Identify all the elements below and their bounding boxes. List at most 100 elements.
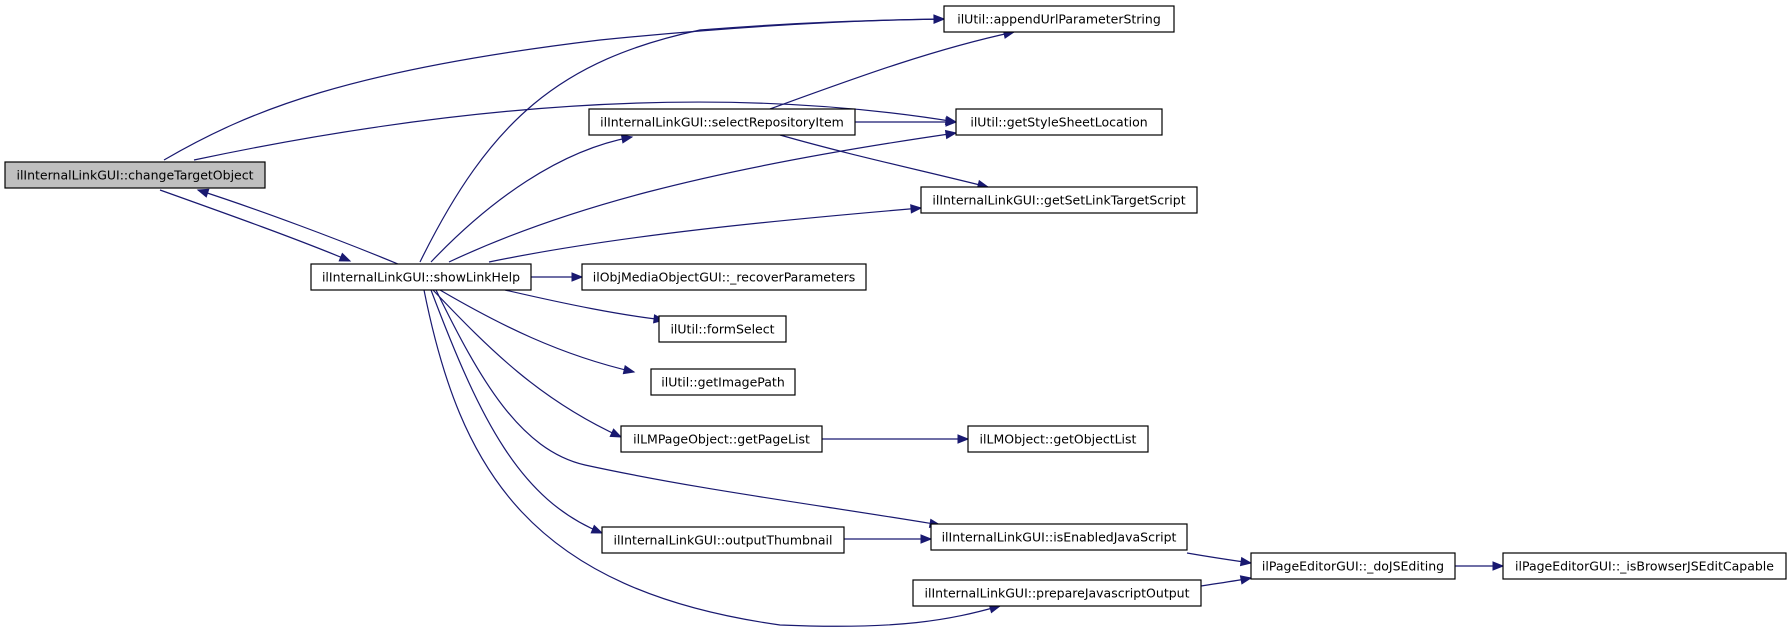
edge-outputthumbnail-to-isenabledjavascript [844, 534, 933, 544]
node-box [1250, 552, 1456, 580]
edge-changetargetobject-to-appendurlparameterstring [163, 14, 946, 161]
node-label: ilInternalLinkGUI::changeTargetObject [16, 168, 253, 183]
edge-isenabledjavascript-to-dojsediting [1186, 552, 1253, 567]
edge-changetargetobject-to-showlinkhelp [159, 189, 352, 262]
node-preparejavascriptoutput[interactable]: ilInternalLinkGUI::prepareJavascriptOutp… [912, 579, 1202, 607]
node-box [912, 579, 1202, 607]
edge-arrowhead [1239, 556, 1253, 567]
edge-preparejavascriptoutput-to-dojsediting [1200, 575, 1253, 587]
node-dojsediting[interactable]: ilPageEditorGUI::_doJSEditing [1250, 552, 1456, 580]
node-box [620, 425, 823, 453]
node-box [943, 5, 1175, 33]
node-label: ilUtil::getStyleSheetLocation [970, 115, 1147, 130]
edge-arrowhead [910, 204, 923, 214]
node-box [920, 186, 1198, 214]
edge-selectrepositoryitem-to-appendurlparameterstring [769, 29, 1016, 110]
edge-line [432, 289, 622, 438]
edge-arrowhead [957, 434, 970, 444]
edge-arrowhead [1239, 575, 1253, 585]
edge-line [504, 289, 665, 321]
edge-line [419, 18, 945, 263]
edge-line [197, 189, 399, 265]
edge-showlinkhelp-to-getstylesheetlocation [448, 129, 958, 263]
edge-line [423, 289, 1001, 627]
node-isenabledjavascript[interactable]: ilInternalLinkGUI::isEnabledJavaScript [930, 523, 1188, 551]
edge-line [488, 207, 922, 263]
edge-selectrepositoryitem-to-getsetlinktargetscript [779, 134, 990, 190]
node-changetargetobject[interactable]: ilInternalLinkGUI::changeTargetObject [4, 161, 266, 189]
edge-line [779, 134, 989, 188]
edge-getpagelist-to-getobjectlist [822, 434, 970, 444]
node-getimagepath[interactable]: ilUtil::getImagePath [650, 368, 796, 396]
node-box [1502, 552, 1787, 580]
edge-showlinkhelp-to-getpagelist [432, 289, 623, 438]
edge-arrowhead [1492, 561, 1505, 571]
node-label: ilInternalLinkGUI::isEnabledJavaScript [942, 530, 1177, 545]
edge-arrowhead [609, 428, 623, 438]
nodes-layer: ilInternalLinkGUI::changeTargetObjectilI… [4, 5, 1787, 607]
node-label: ilInternalLinkGUI::prepareJavascriptOutp… [925, 586, 1190, 601]
edge-showlinkhelp-to-formselect [504, 289, 666, 324]
node-formselect[interactable]: ilUtil::formSelect [658, 315, 787, 343]
node-getsetlinktargetscript[interactable]: ilInternalLinkGUI::getSetLinkTargetScrip… [920, 186, 1198, 214]
node-label: ilLMObject::getObjectList [980, 432, 1137, 447]
node-label: ilLMPageObject::getPageList [633, 432, 810, 447]
edge-arrowhead [920, 534, 933, 544]
node-box [930, 523, 1188, 551]
node-box [581, 263, 867, 291]
node-label: ilUtil::appendUrlParameterString [957, 12, 1161, 27]
edge-line [430, 289, 603, 534]
edge-showlinkhelp-to-preparejavascriptoutput [423, 289, 1002, 627]
edge-arrowhead [945, 117, 958, 127]
edge-line [159, 189, 351, 262]
edge-arrowhead [196, 188, 210, 198]
node-box [4, 161, 266, 189]
edge-line [430, 136, 633, 263]
edge-arrowhead [933, 14, 946, 24]
edge-showlinkhelp-to-getsetlinktargetscript [488, 204, 923, 263]
node-getpagelist[interactable]: ilLMPageObject::getPageList [620, 425, 823, 453]
node-box [658, 315, 787, 343]
node-getstylesheetlocation[interactable]: ilUtil::getStyleSheetLocation [955, 108, 1163, 136]
edge-showlinkhelp-to-appendurlparameterstring [419, 14, 946, 263]
node-label: ilUtil::formSelect [670, 322, 774, 337]
node-box [955, 108, 1163, 136]
node-box [601, 526, 845, 554]
node-label: ilInternalLinkGUI::outputThumbnail [613, 533, 832, 548]
node-getobjectlist[interactable]: ilLMObject::getObjectList [967, 425, 1149, 453]
edge-showlinkhelp-to-outputthumbnail [430, 289, 604, 534]
node-outputthumbnail[interactable]: ilInternalLinkGUI::outputThumbnail [601, 526, 845, 554]
edge-showlinkhelp-to-changetargetobject [196, 188, 399, 265]
node-label: ilObjMediaObjectGUI::_recoverParameters [593, 270, 856, 285]
edge-showlinkhelp-to-getimagepath [439, 289, 636, 375]
edge-line [435, 289, 941, 526]
edge-line [439, 289, 635, 373]
edge-arrowhead [571, 272, 584, 282]
edge-arrowhead [622, 365, 636, 375]
edge-arrowhead [620, 134, 634, 144]
edge-line [163, 18, 945, 161]
edge-line [769, 31, 1015, 110]
edge-selectrepositoryitem-to-getstylesheetlocation [855, 117, 958, 127]
node-box [310, 263, 532, 291]
edge-line [448, 132, 957, 263]
node-label: ilPageEditorGUI::_doJSEditing [1262, 559, 1444, 574]
node-label: ilPageEditorGUI::_isBrowserJSEditCapable [1515, 559, 1774, 574]
node-isbrowserjseditcapable[interactable]: ilPageEditorGUI::_isBrowserJSEditCapable [1502, 552, 1787, 580]
edge-arrowhead [944, 129, 958, 140]
edge-showlinkhelp-to-selectrepositoryitem [430, 134, 634, 263]
node-box [588, 108, 856, 136]
node-label: ilInternalLinkGUI::getSetLinkTargetScrip… [932, 193, 1185, 208]
edge-line [193, 101, 957, 161]
node-selectrepositoryitem[interactable]: ilInternalLinkGUI::selectRepositoryItem [588, 108, 856, 136]
edge-showlinkhelp-to-recoverparameters [531, 272, 584, 282]
node-box [967, 425, 1149, 453]
edge-arrowhead [590, 524, 604, 534]
edge-arrowhead [338, 252, 352, 262]
edges-layer [159, 14, 1505, 627]
node-showlinkhelp[interactable]: ilInternalLinkGUI::showLinkHelp [310, 263, 532, 291]
node-recoverparameters[interactable]: ilObjMediaObjectGUI::_recoverParameters [581, 263, 867, 291]
node-label: ilUtil::getImagePath [661, 375, 785, 390]
node-appendurlparameterstring[interactable]: ilUtil::appendUrlParameterString [943, 5, 1175, 33]
